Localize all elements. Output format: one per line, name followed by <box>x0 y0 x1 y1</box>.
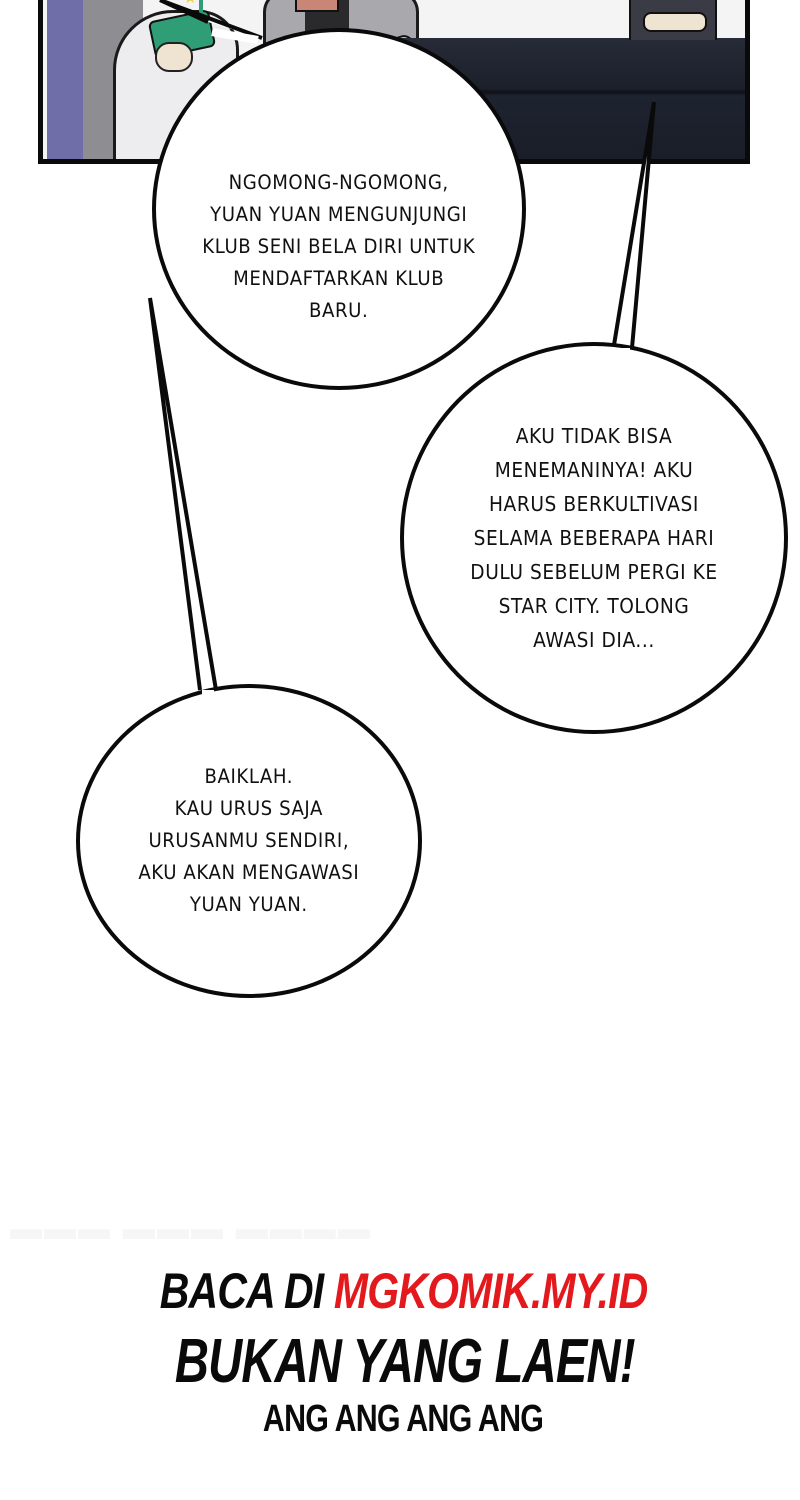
speech-bubble-3: BAIKLAH. KAU URUS SAJA URUSANMU SENDIRI,… <box>76 684 422 998</box>
promo-read-at: BACA DI <box>159 1263 334 1319</box>
hand-left <box>155 42 193 72</box>
promo-line-2: BUKAN YANG LAEN! <box>174 1327 636 1396</box>
star-icon: ★ <box>183 0 197 6</box>
speech-bubble-2-text: AKU TIDAK BISA MENEMANINYA! AKU HARUS BE… <box>470 424 718 652</box>
character-left-braid <box>47 0 90 159</box>
promo-line-3: ANG ANG ANG ANG <box>262 1398 544 1440</box>
speech-bubble-2: AKU TIDAK BISA MENEMANINYA! AKU HARUS BE… <box>400 342 788 734</box>
faint-watermark: ▬▬▬ ▬▬▬ ▬▬▬▬ <box>10 1210 372 1246</box>
speech-bubble-1-text: NGOMONG-NGOMONG, YUAN YUAN MENGUNJUNGI K… <box>202 171 476 322</box>
character-middle-face <box>295 0 339 12</box>
promo-site-link[interactable]: MGKOMIK.MY.ID <box>333 1263 648 1319</box>
bubble-3-tail <box>148 297 218 691</box>
character-right-arms <box>643 12 707 32</box>
promo-line-1: BACA DI MGKOMIK.MY.ID <box>76 1262 732 1320</box>
green-stroke <box>199 0 203 16</box>
speech-bubble-3-text: BAIKLAH. KAU URUS SAJA URUSANMU SENDIRI,… <box>138 765 360 916</box>
speech-bubble-1: NGOMONG-NGOMONG, YUAN YUAN MENGUNJUNGI K… <box>152 28 526 390</box>
